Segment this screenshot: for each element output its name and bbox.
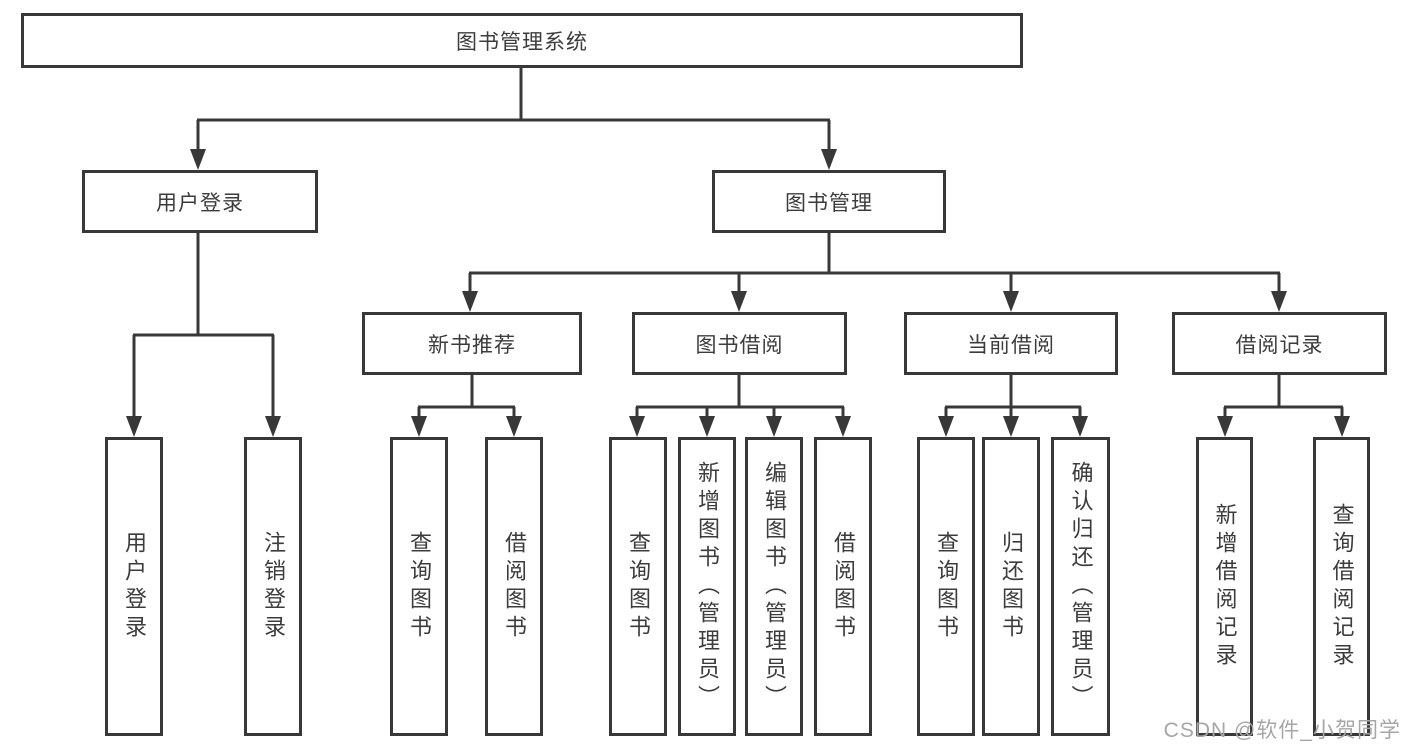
node-current-borrowing: 当前借阅: [904, 312, 1118, 375]
csdn-watermark: CSDN @软件_小贺同学: [1163, 719, 1401, 742]
node-user-login: 用户登录: [82, 170, 318, 233]
leaf-logout: 注销登录: [244, 437, 302, 736]
leaf-confirm-return-admin: 确认归还（管理员）: [1051, 437, 1110, 736]
leaf-query-books-current: 查询图书: [917, 437, 975, 736]
node-new-book-recommendation: 新书推荐: [362, 312, 582, 375]
leaf-query-books-borrowing: 查询图书: [609, 437, 667, 736]
node-borrowing-records: 借阅记录: [1172, 312, 1387, 375]
leaf-user-login: 用户登录: [105, 437, 163, 736]
leaf-add-books-admin: 新增图书（管理员）: [678, 437, 736, 736]
leaf-borrow-books-recommend: 借阅图书: [485, 437, 543, 736]
leaf-query-borrow-record: 查询借阅记录: [1313, 437, 1370, 736]
leaf-return-books: 归还图书: [982, 437, 1040, 736]
leaf-query-books-recommend: 查询图书: [390, 437, 448, 736]
node-book-borrowing: 图书借阅: [632, 312, 847, 375]
leaf-borrow-books-borrowing: 借阅图书: [814, 437, 872, 736]
node-book-management: 图书管理: [712, 170, 946, 233]
leaf-add-borrow-record: 新增借阅记录: [1196, 437, 1253, 736]
node-root: 图书管理系统: [21, 13, 1023, 68]
leaf-edit-books-admin: 编辑图书（管理员）: [745, 437, 803, 736]
